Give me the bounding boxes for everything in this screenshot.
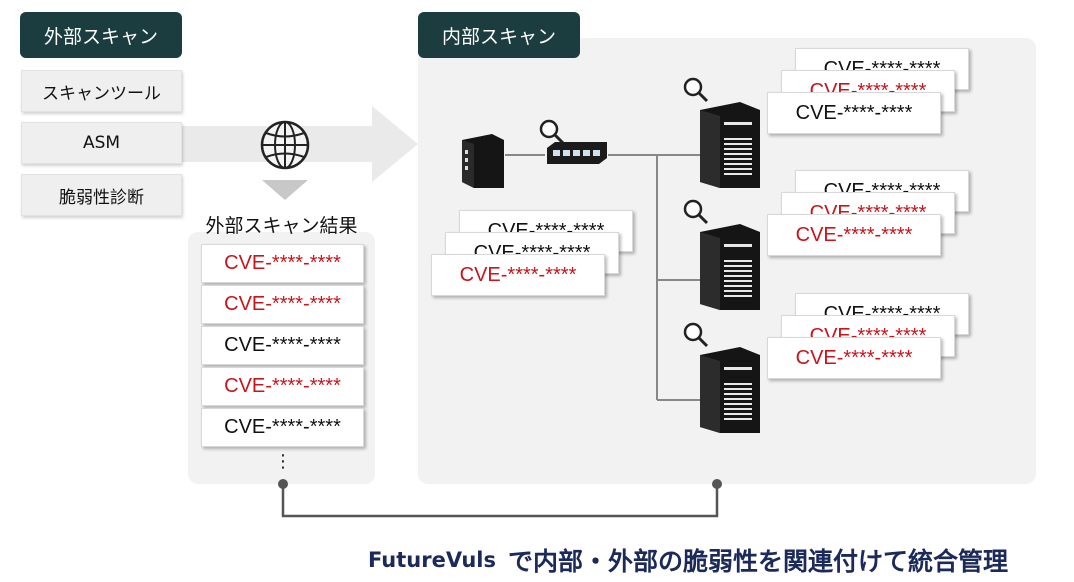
external-cve-card: CVE-****-**** (201, 285, 364, 324)
external-cve-card: CVE-****-**** (201, 367, 364, 406)
external-cve-card: CVE-****-**** (201, 408, 364, 447)
external-result-title: 外部スキャン結果 (205, 215, 358, 237)
network-switch-icon (547, 142, 607, 164)
router-icon (462, 134, 504, 188)
external-cve-card: CVE-****-**** (201, 326, 364, 365)
tool-asm: ASM (21, 122, 182, 164)
server-cve-card: CVE-****-**** (767, 92, 941, 134)
router-cve-card: CVE-****-**** (431, 254, 605, 296)
server-icon (700, 102, 760, 188)
down-arrow-icon (262, 180, 308, 200)
footer-tagline: で内部・外部の脆弱性を関連付けて統合管理 (508, 547, 1009, 576)
server-cve-card: CVE-****-**** (767, 214, 941, 256)
tool-scan-tool: スキャンツール (21, 70, 182, 112)
server-icon (700, 224, 760, 310)
magnifier-icon (683, 199, 709, 225)
futurevuls-logo: FutureVuls (368, 548, 496, 572)
magnifier-icon (683, 322, 709, 348)
server-icon (700, 347, 760, 433)
magnifier-icon (683, 77, 709, 103)
globe-icon (260, 120, 310, 170)
tool-vuln-assessment: 脆弱性診断 (21, 174, 182, 216)
external-cve-card: CVE-****-**** (201, 244, 364, 283)
magnifier-icon (539, 119, 565, 145)
footer: FutureVuls で内部・外部の脆弱性を関連付けて統合管理 (368, 540, 1068, 580)
internal-scan-tag: 内部スキャン (418, 12, 580, 58)
server-cve-card: CVE-****-**** (767, 337, 941, 379)
external-scan-tag: 外部スキャン (20, 12, 182, 58)
